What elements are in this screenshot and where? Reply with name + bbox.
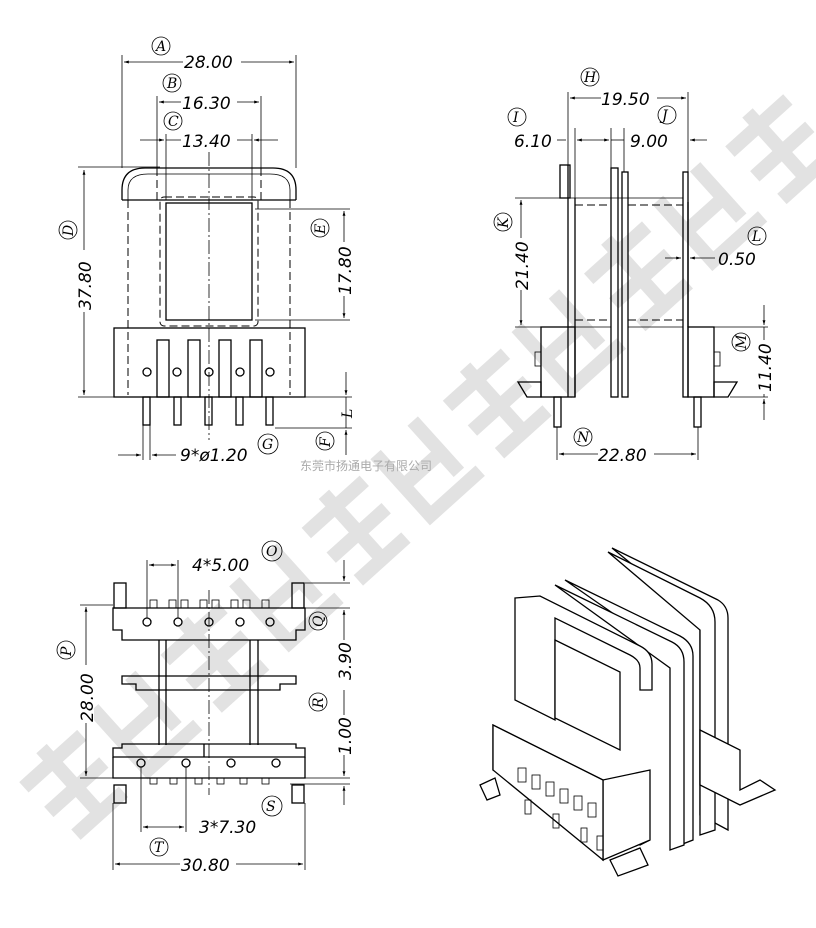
dim-t-value: 3*7.30 [199,818,256,838]
dim-e-value: 17.80 [336,246,356,295]
dim-j-value: 9.00 [630,132,668,152]
label-g: G [262,437,273,453]
label-d: D [61,225,77,237]
dim-i-value: 6.10 [514,132,552,152]
label-i: I [512,110,519,126]
dim-c-value: 13.40 [182,132,231,152]
dim-a-value: 28.00 [184,53,233,73]
label-m: M [734,334,750,350]
dim-h-value: 19.50 [601,90,650,110]
label-r: R [311,697,327,709]
watermark: 东莞市扬通电子有限公司 [22,97,816,835]
front-view: A 28.00 B 16.30 C 13.40 D 37.80 E 17.80 [58,36,356,466]
label-f: F [318,436,334,448]
label-n: N [576,430,590,446]
dim-overall-width-value: 30.80 [181,856,230,876]
isometric-view [479,547,777,877]
dim-n-value: 22.80 [598,446,647,466]
dim-k-value: 21.40 [513,241,533,290]
label-p: P [59,646,75,657]
label-h: H [583,70,597,86]
dim-q-value: 3.90 [336,642,356,680]
label-l-front: L [340,409,356,419]
dim-l-value: 0.50 [718,250,756,270]
label-l: L [751,229,761,245]
dim-b-value: 16.30 [182,94,231,114]
label-t: T [154,840,165,856]
label-o: O [266,544,278,560]
label-k: K [496,216,512,229]
label-s: S [266,799,276,815]
front-pins [142,339,275,426]
label-j: J [659,108,669,124]
dim-o-value: 4*5.00 [192,556,249,576]
dim-g-value: 9*ø1.20 [180,446,248,466]
bottom-view: 4*5.00 O P 28.00 Q 3.90 R 1.00 S 3*7.30 … [56,540,356,876]
dim-r-value: 1.00 [336,717,356,755]
label-e: E [313,224,329,235]
dim-d-value: 37.80 [76,261,96,310]
label-b: B [166,76,177,92]
watermark-small: 东莞市扬通电子有限公司 [300,458,432,473]
label-q: Q [311,615,327,627]
dim-m-value: 11.40 [756,343,776,392]
label-c: C [168,114,179,130]
side-view: H 19.50 I 6.10 9.00 J K 21.40 0.50 L M 1… [493,67,776,466]
label-a: A [154,39,166,55]
dim-p-value: 28.00 [78,673,98,722]
